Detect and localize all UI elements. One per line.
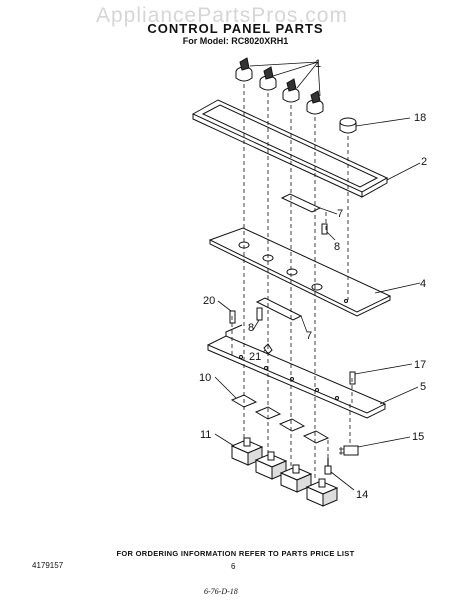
callout-7-upper: 7 — [337, 208, 343, 220]
part-8-upper-screw — [321, 223, 336, 241]
callout-8-upper: 8 — [334, 241, 340, 253]
part-7-upper-bracket — [280, 193, 338, 215]
page-number: 6 — [231, 562, 236, 571]
knob-2 — [259, 66, 277, 91]
handwritten-note: 6-76-D-18 — [204, 587, 238, 596]
part-4-panel — [208, 227, 421, 317]
model-subtitle: For Model: RC8020XRH1 — [182, 36, 289, 46]
assembly-guide-lines — [231, 84, 353, 481]
watermark: AppliancePartsPros.com — [96, 4, 348, 27]
callout-18: 18 — [414, 112, 426, 124]
callout-1: 1 — [315, 58, 321, 70]
callout-4: 4 — [420, 278, 426, 290]
callout-17: 17 — [414, 359, 426, 371]
switch-2 — [254, 451, 288, 480]
switch-4 — [305, 478, 339, 507]
part-18-button — [339, 117, 411, 134]
knob-3 — [282, 78, 300, 103]
part-20-screw — [217, 300, 236, 324]
callout-2: 2 — [421, 156, 427, 168]
callout-15: 15 — [412, 431, 424, 443]
part-8-lower-screw — [252, 307, 263, 331]
callout-10: 10 — [199, 372, 211, 384]
control-knobs — [235, 57, 324, 115]
knob-4 — [306, 90, 324, 115]
callout-20: 20 — [203, 295, 215, 307]
callout-11: 11 — [200, 429, 211, 441]
part-5-mounting-plate — [206, 324, 419, 419]
part-2-trim-frame — [191, 99, 421, 198]
callout-7-lower: 7 — [306, 330, 312, 342]
callout-14: 14 — [356, 489, 368, 501]
callout-5: 5 — [420, 381, 426, 393]
part-14-sensor — [324, 458, 355, 491]
ordering-info: FOR ORDERING INFORMATION REFER TO PARTS … — [116, 549, 355, 558]
part-15-terminal-block — [339, 436, 411, 456]
part-7-lower-bracket — [255, 297, 308, 333]
page-title: CONTROL PANEL PARTS — [147, 21, 324, 36]
knob-1 — [235, 57, 253, 82]
part-11-switches — [214, 433, 339, 507]
callout-21: 21 — [249, 351, 261, 363]
document-number: 4179157 — [32, 561, 64, 570]
part-17-screw — [349, 363, 413, 385]
callout-8-lower: 8 — [248, 322, 254, 334]
